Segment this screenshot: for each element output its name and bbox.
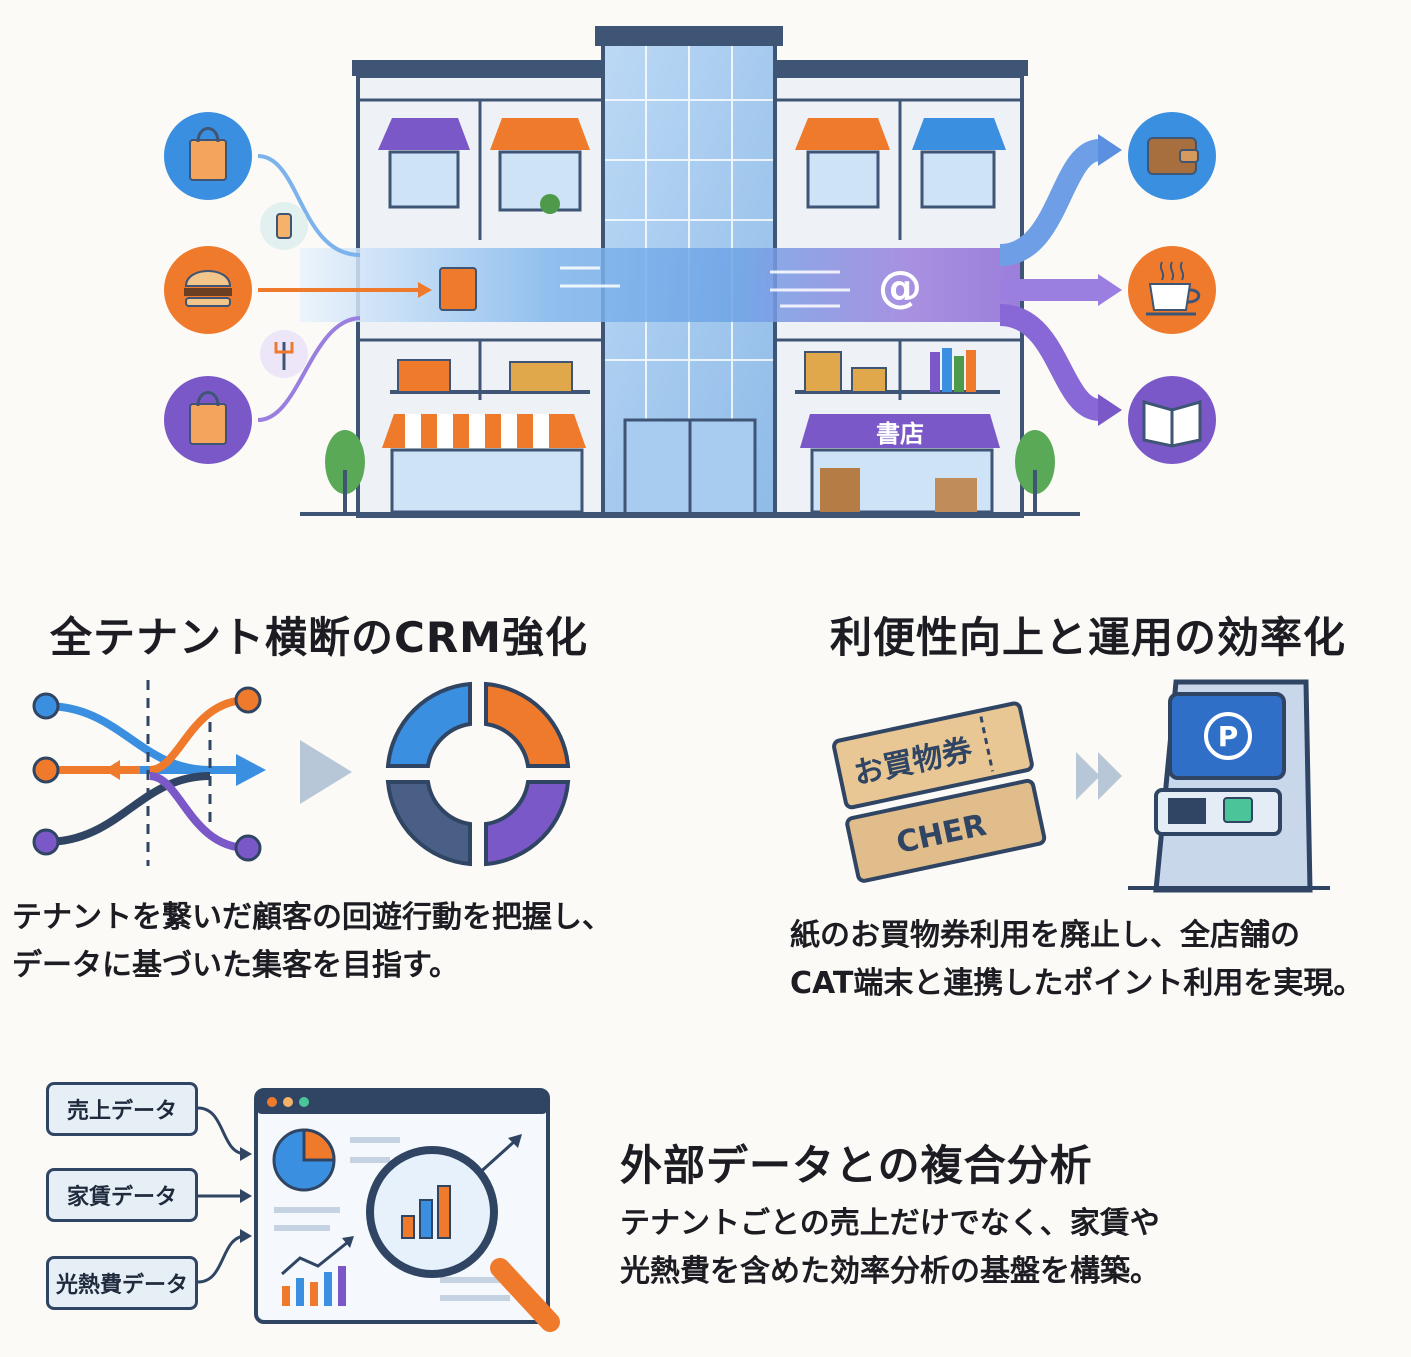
double-arrow-icon-2 bbox=[1098, 752, 1122, 800]
converging-paths-diagram bbox=[32, 680, 266, 866]
bookstore-sign: 書店 bbox=[876, 420, 924, 448]
wallet-icon bbox=[1128, 112, 1216, 200]
analysis-desc-line-2: 光熱費を含めた効率分析の基盤を構築。 bbox=[620, 1254, 1160, 1289]
analysis-desc-line-1: テナントごとの売上だけでなく、家賃や bbox=[620, 1206, 1160, 1241]
crm-section-title: 全テナント横断のCRM強化 bbox=[50, 613, 588, 662]
bottle-icon bbox=[260, 202, 308, 250]
tree-left bbox=[325, 430, 365, 514]
fork-icon bbox=[260, 330, 308, 378]
crm-desc-line-1: テナントを繋いだ顧客の回遊行動を把握し、 bbox=[12, 900, 612, 935]
analysis-section-title: 外部データとの複合分析 bbox=[620, 1141, 1093, 1190]
data-label-sales: 売上データ bbox=[46, 1082, 198, 1136]
voucher-text: CHER bbox=[893, 808, 989, 861]
double-arrow-icon bbox=[1076, 752, 1100, 800]
arrow-right-icon bbox=[300, 740, 352, 804]
efficiency-desc-line-2: CAT端末と連携したポイント利用を実現。 bbox=[790, 966, 1364, 1001]
line-bar-chart-icon bbox=[281, 1236, 354, 1306]
analysis-description: テナントごとの売上だけでなく、家賃や 光熱費を含めた効率分析の基盤を構築。 bbox=[620, 1200, 1160, 1296]
efficiency-description: 紙のお買物券利用を廃止し、全店舗の CAT端末と連携したポイント利用を実現。 bbox=[790, 912, 1363, 1008]
paper-voucher-icon: CHER bbox=[845, 778, 1047, 883]
efficiency-desc-line-1: 紙のお買物券利用を廃止し、全店舗の bbox=[790, 918, 1300, 953]
crm-description: テナントを繋いだ顧客の回遊行動を把握し、 データに基づいた集客を目指す。 bbox=[12, 894, 612, 990]
shopping-bag-icon bbox=[164, 376, 252, 464]
crm-desc-line-2: データに基づいた集客を目指す。 bbox=[12, 948, 459, 983]
cat-terminal-icon: P bbox=[1128, 679, 1330, 893]
pie-chart-icon bbox=[272, 1128, 336, 1192]
mall-illustration: 書店 @ bbox=[164, 26, 1216, 518]
customer-flow-band: @ bbox=[257, 134, 1122, 426]
data-label-rent: 家賃データ bbox=[46, 1168, 198, 1222]
magnifier-icon bbox=[366, 1146, 560, 1332]
open-book-icon bbox=[1128, 376, 1216, 464]
shopping-bag-icon bbox=[164, 112, 252, 200]
paper-ticket-icon: お買物券 bbox=[832, 701, 1034, 810]
terminal-mark: P bbox=[1218, 720, 1239, 753]
tree-right bbox=[1015, 430, 1055, 514]
dashboard-window bbox=[254, 1088, 550, 1324]
coffee-cup-icon bbox=[1128, 246, 1216, 334]
cycle-ring-diagram bbox=[385, 681, 571, 867]
burger-icon bbox=[164, 246, 252, 334]
at-symbol: @ bbox=[878, 262, 922, 313]
connector-arrows bbox=[197, 1106, 247, 1284]
efficiency-section-title: 利便性向上と運用の効率化 bbox=[830, 613, 1347, 662]
ticket-text: お買物券 bbox=[851, 732, 977, 791]
data-label-utilities: 光熱費データ bbox=[46, 1256, 198, 1310]
